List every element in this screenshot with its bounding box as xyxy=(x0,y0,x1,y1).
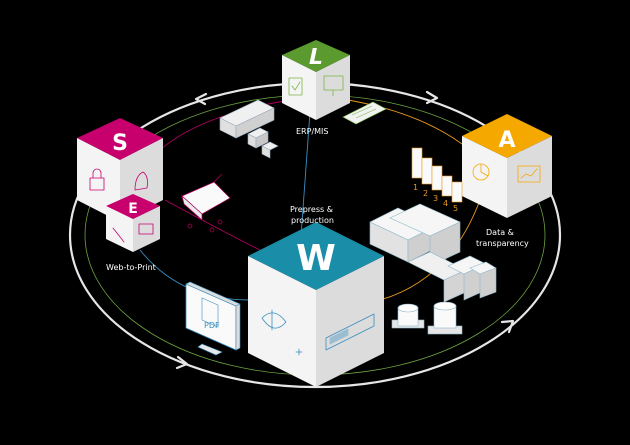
bar-tick-4: 4 xyxy=(443,199,448,208)
web-cube-letter-s: S xyxy=(112,131,128,156)
orbit-arrow-bottom-right xyxy=(500,319,515,334)
web-to-print-cube-small: E xyxy=(106,194,160,252)
monitor-icon xyxy=(323,75,344,97)
erp-label: ERP/MIS xyxy=(296,127,328,136)
cylinder-icon-1 xyxy=(391,303,425,329)
monitor-chart-icon xyxy=(517,165,541,183)
pdf-monitor-icon: PDF xyxy=(185,281,241,356)
droplet-icon xyxy=(261,309,287,331)
bar-tick-3: 3 xyxy=(433,194,438,203)
orbit-arrow-top-right xyxy=(425,90,439,105)
erp-cube: L xyxy=(282,40,350,120)
pen-icon xyxy=(112,227,125,243)
link-erp-prepress xyxy=(299,111,311,251)
plus-icon xyxy=(295,348,303,356)
image-icon xyxy=(138,223,154,235)
link-erp-automation xyxy=(334,97,471,151)
prepress-label-line1: Prepress & xyxy=(290,205,333,214)
checkbox-icon xyxy=(288,77,303,96)
slider-icon xyxy=(325,313,375,351)
orbit-arrows xyxy=(175,90,515,370)
link-erp-web xyxy=(159,99,291,151)
web-to-print-label: Web-to-Print xyxy=(106,263,156,272)
hand-icon xyxy=(134,171,148,191)
prepress-cube-letter: W xyxy=(296,238,336,279)
erp-cube-letter: L xyxy=(306,44,325,70)
document-sheet-icon xyxy=(342,101,387,125)
truck-icon xyxy=(219,99,279,159)
cylinder-icon-2 xyxy=(427,301,463,335)
shopping-cart-icon xyxy=(181,173,231,233)
orbit-arrow-bottom-left xyxy=(175,355,189,370)
bar-tick-1: 1 xyxy=(413,183,418,192)
lock-icon xyxy=(89,168,105,191)
automation-cube-letter: A xyxy=(498,128,515,153)
link-web-cart xyxy=(164,199,261,251)
printing-press-icon xyxy=(369,203,497,303)
automation-label-line1: Data & xyxy=(486,228,514,237)
bar-tick-5: 5 xyxy=(453,204,458,213)
bar-chart-icon: 1 2 3 4 5 xyxy=(411,147,463,213)
prepress-cube: W xyxy=(248,222,384,387)
pdf-text: PDF xyxy=(204,321,220,330)
orbit-arrow-top-left xyxy=(194,92,208,106)
chart-icon xyxy=(472,163,490,181)
automation-cube: A xyxy=(462,114,552,218)
bar-tick-2: 2 xyxy=(423,189,428,198)
web-cube-letter-e: E xyxy=(128,201,138,217)
web-to-print-cube-large: S xyxy=(77,118,163,222)
automation-label-line2: transparency xyxy=(476,239,529,248)
prepress-label-line2: production xyxy=(291,216,334,225)
